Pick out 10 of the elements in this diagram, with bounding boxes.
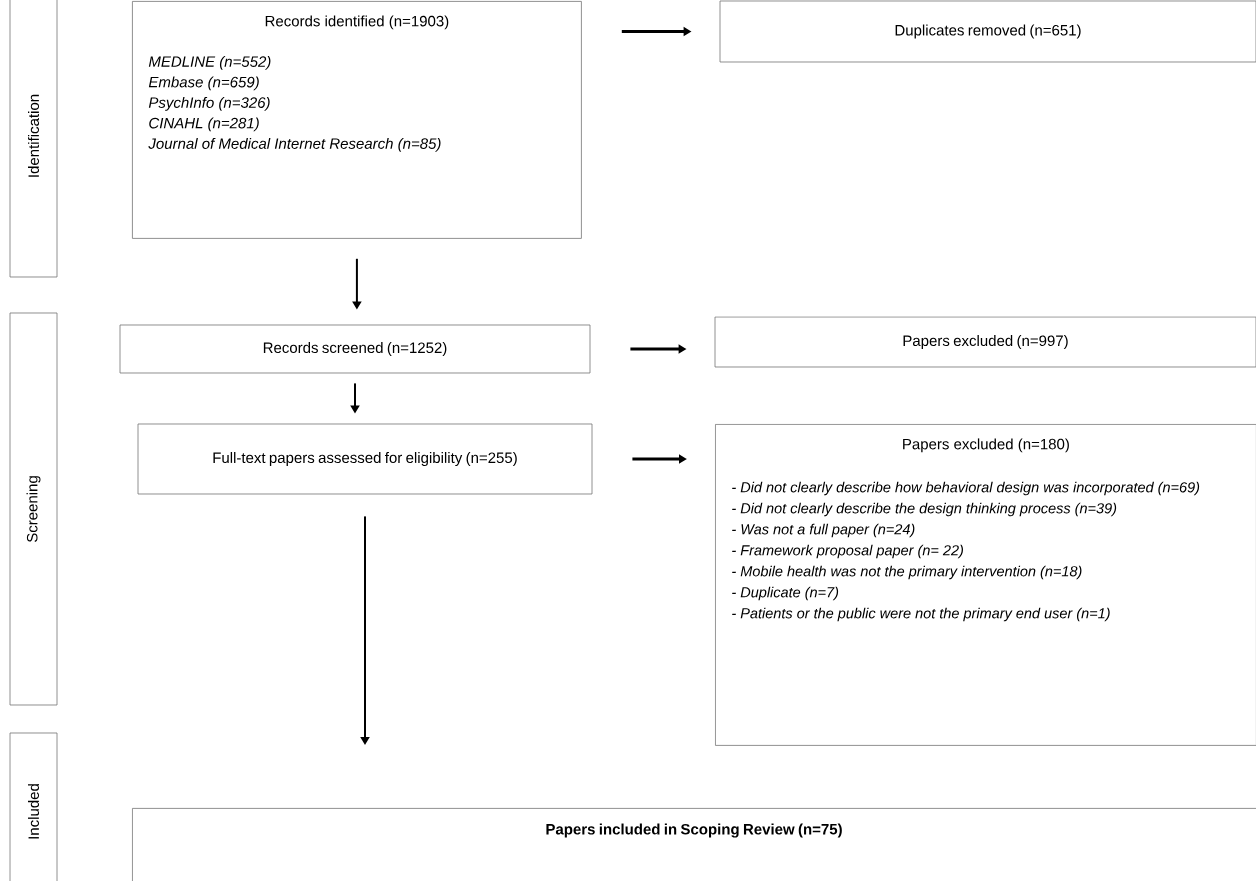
result-box: Papers included in Scoping Review (n=75) — [132, 808, 1256, 881]
process-box: Records identified (n=1903) MEDLINE (n=552) Embase (n=659) PsychInfo (n=326) CINAHL (n=281) Journal of Medical Internet Research (n=85) — [132, 1, 582, 239]
process-box: Full-text papers assessed for eligibility (n=255) — [137, 423, 593, 495]
stage-band: Identification — [9, 0, 58, 278]
process-box: Records screened (n=1252) — [119, 324, 591, 374]
process-box: Papers excluded (n=180) - Did not clearly describe how behavioral design was incorporated (n=69) - Did not clearly describe the design thinking process (n=39) - Was not a full paper (n=24) - Framework proposal paper (n= 22) - Mobile health was not the primary intervention (n=18) - Duplicate (n=7) - Patients or the public were not the primary end user (n=1) — [715, 424, 1256, 746]
stage-band: Included — [9, 732, 58, 881]
stage-band: Screening — [9, 312, 58, 706]
process-box: Papers excluded (n=997) — [714, 316, 1256, 368]
process-box: Duplicates removed (n=651) — [719, 0, 1256, 63]
